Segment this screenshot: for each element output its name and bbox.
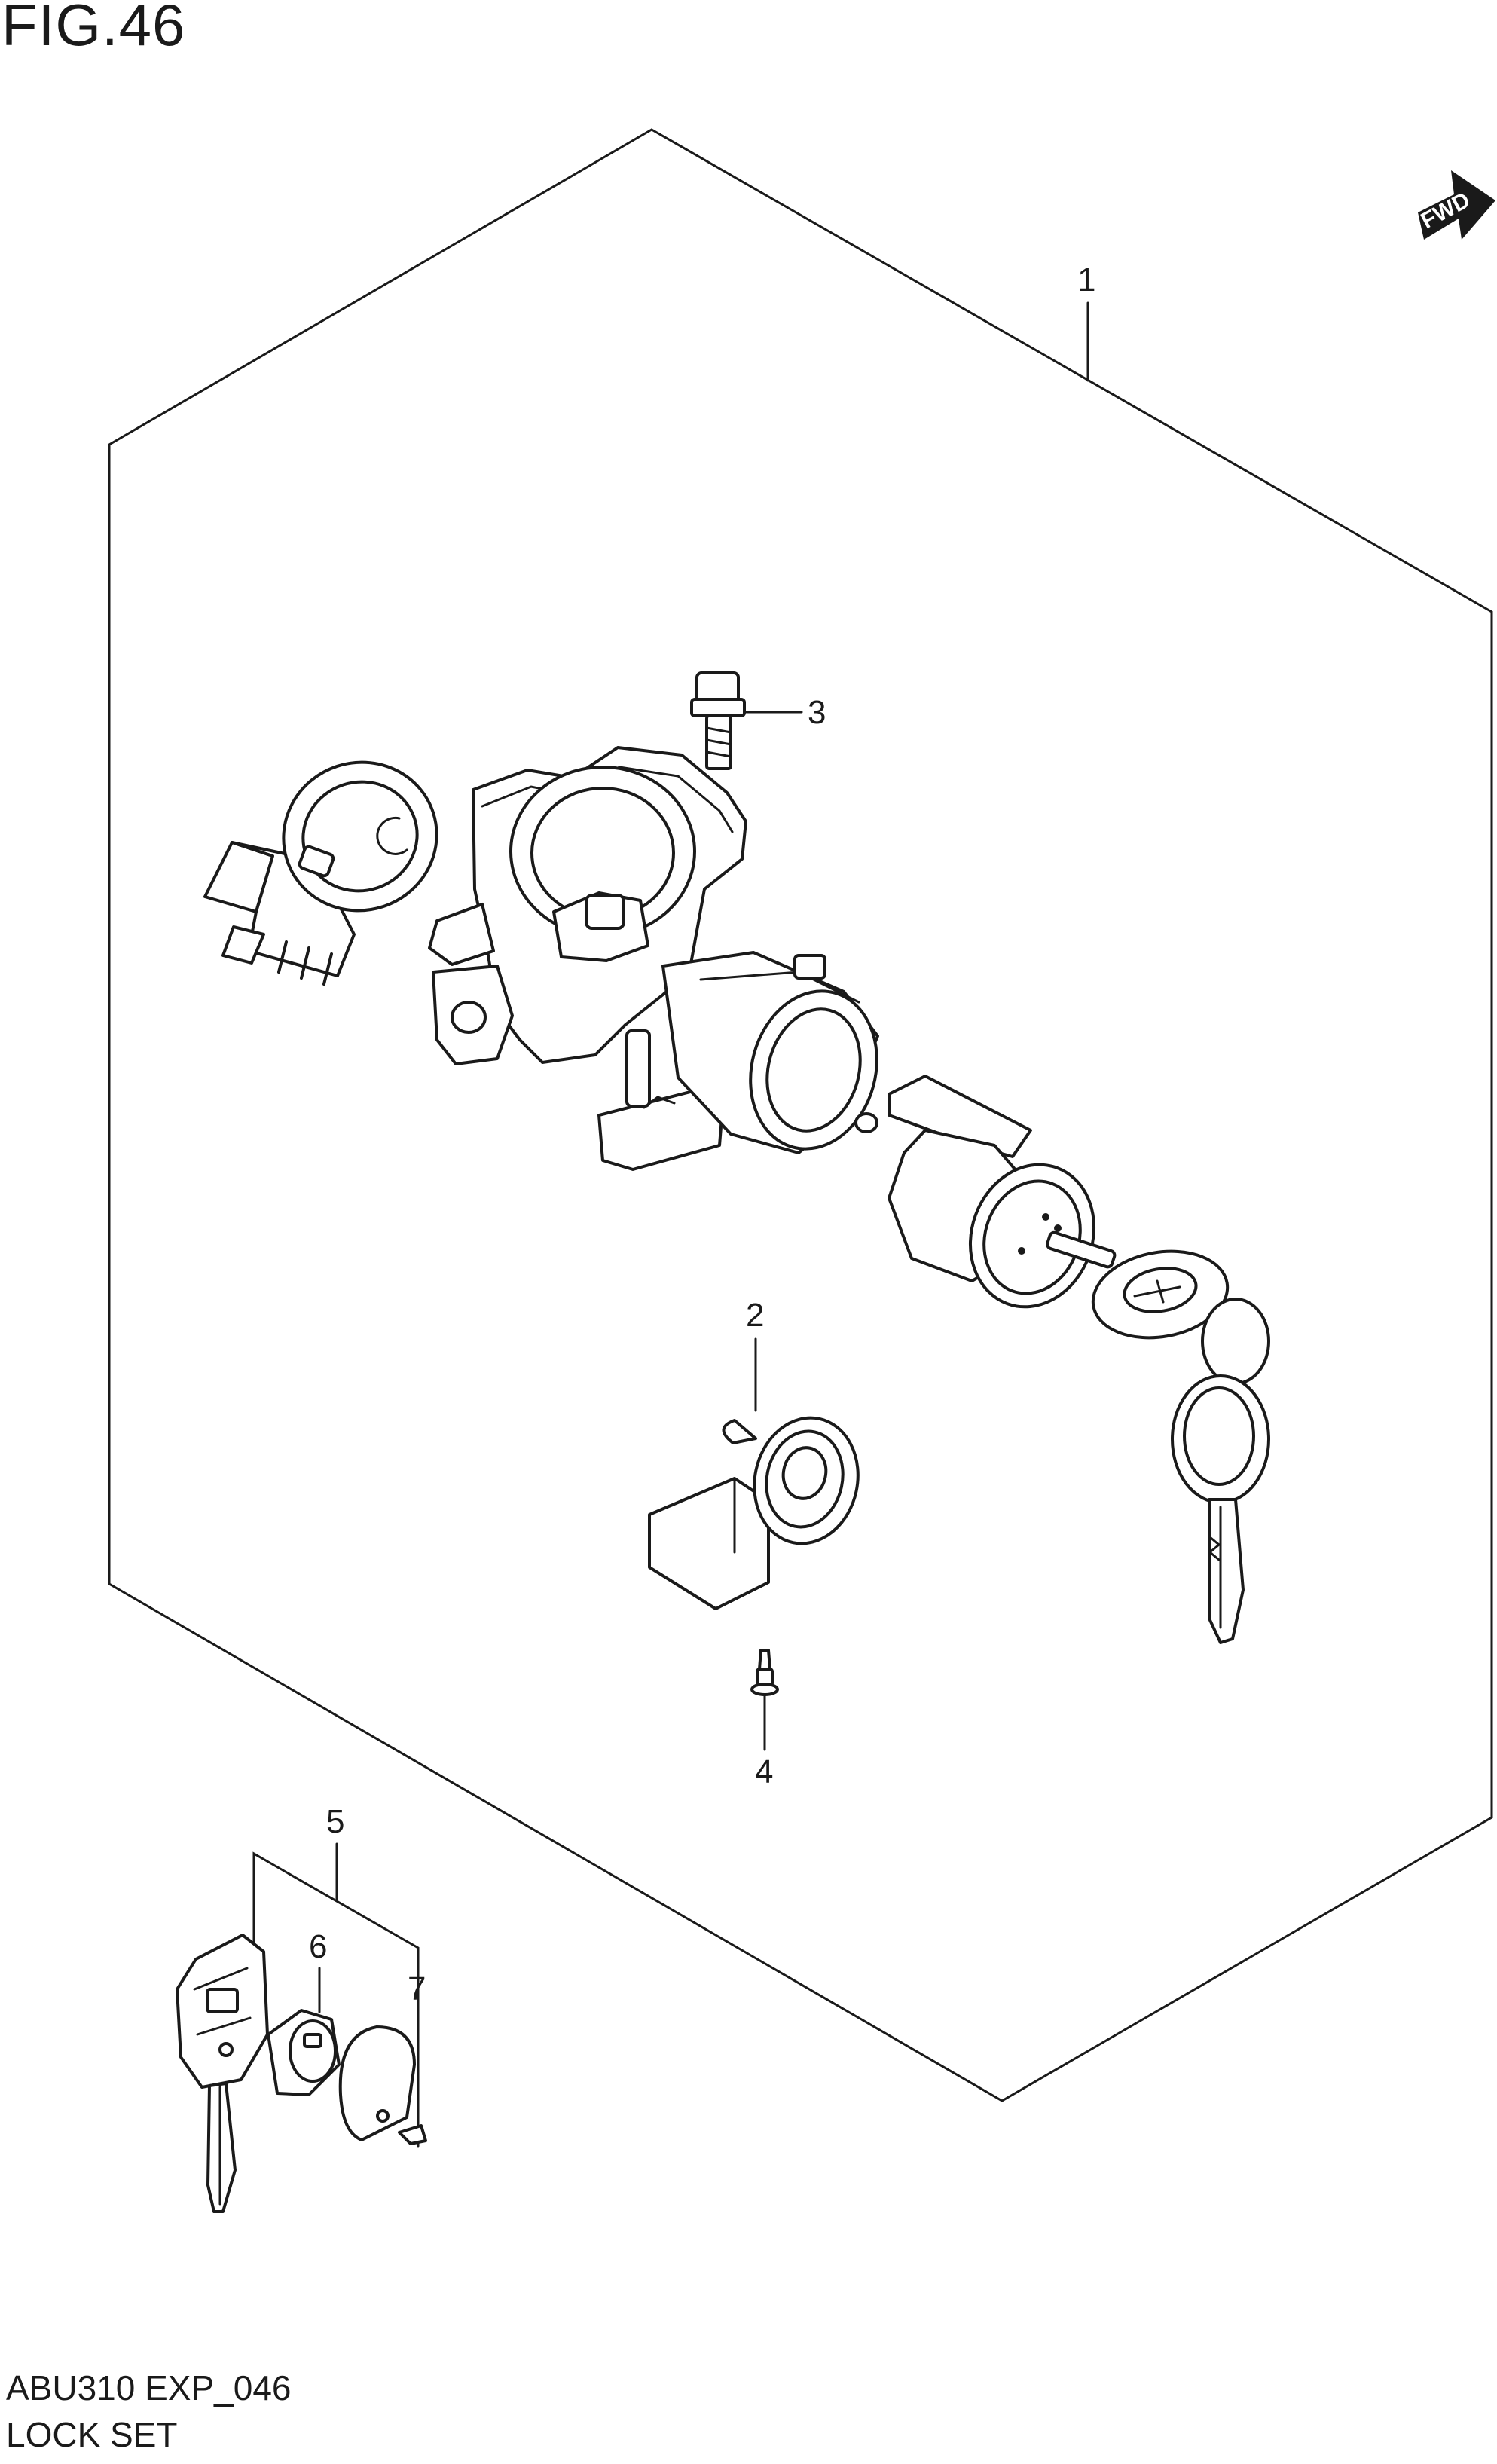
fwd-arrow-icon: FWD bbox=[1417, 170, 1495, 240]
screw-part bbox=[750, 1649, 779, 1696]
bolt-part bbox=[690, 671, 746, 770]
figure-title: FIG.46 bbox=[2, 0, 186, 58]
callout-6: 6 bbox=[309, 1928, 327, 1965]
seat-lock-part bbox=[648, 1416, 860, 1610]
callout-7: 7 bbox=[408, 1970, 426, 2007]
key-cover-part bbox=[338, 2025, 427, 2145]
assembly-frame bbox=[108, 128, 1493, 2102]
callout-5: 5 bbox=[326, 1803, 344, 1840]
callout-2: 2 bbox=[746, 1297, 764, 1334]
callout-1: 1 bbox=[1077, 261, 1095, 298]
leader-line-5 bbox=[252, 1851, 420, 2015]
ignition-switch-body bbox=[203, 746, 879, 1171]
key-icon bbox=[1091, 1249, 1270, 1644]
drawing-name: LOCK SET bbox=[6, 2415, 178, 2454]
lock-cylinder bbox=[888, 1075, 1117, 1309]
callout-3: 3 bbox=[808, 694, 826, 731]
drawing-code: ABU310 EXP_046 bbox=[6, 2368, 292, 2407]
key-set-part bbox=[176, 1934, 269, 2213]
callout-4: 4 bbox=[755, 1753, 773, 1790]
key-core-part bbox=[267, 2009, 341, 2096]
